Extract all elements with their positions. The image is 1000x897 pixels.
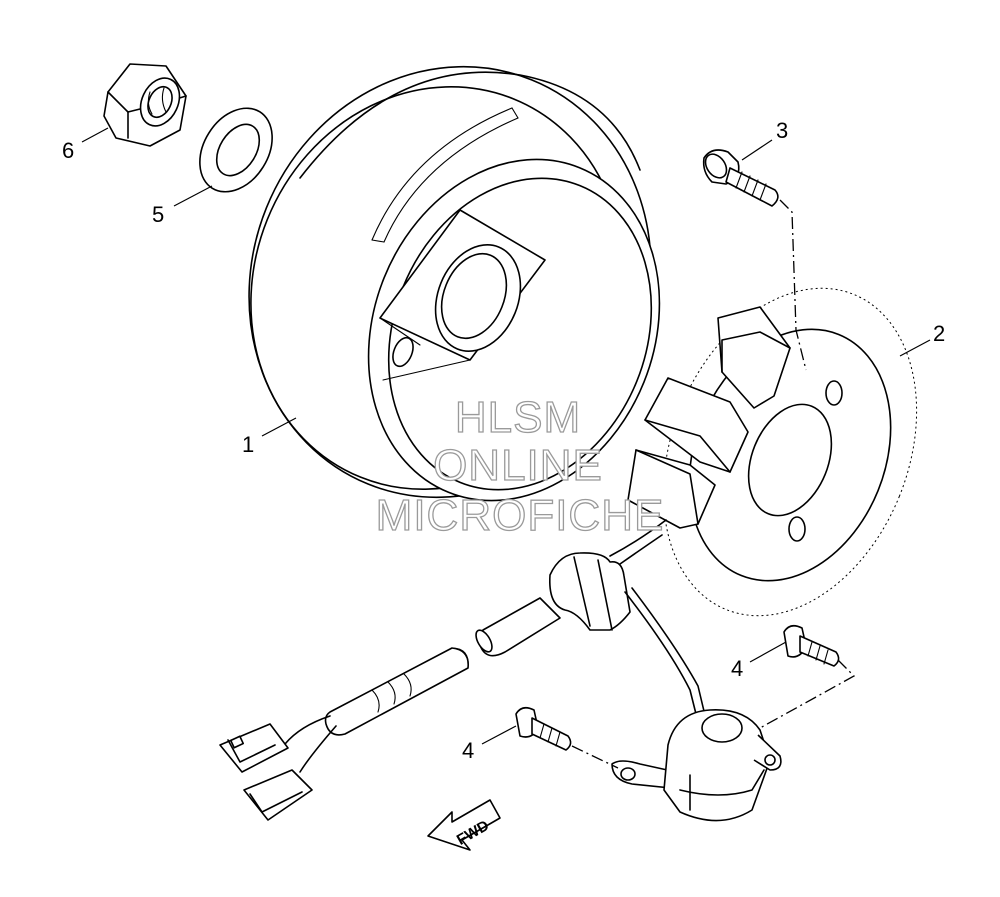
stator-screw[interactable] <box>701 149 807 371</box>
callout-5: 5 <box>152 202 164 227</box>
callout-2: 2 <box>933 321 945 346</box>
fwd-arrow-icon: FWD <box>427 799 501 851</box>
watermark-line-2: ONLINE <box>433 441 603 490</box>
stator-assembly[interactable] <box>609 250 963 654</box>
callouts: 6 5 1 3 2 4 4 <box>62 118 945 763</box>
watermark-line-1: HLSM <box>455 393 581 442</box>
washer[interactable] <box>185 95 287 205</box>
watermark-line-3: MICROFICHE <box>376 491 665 540</box>
callout-6: 6 <box>62 138 74 163</box>
callout-4-upper: 4 <box>731 656 743 681</box>
callout-3: 3 <box>776 118 788 143</box>
connector-upper[interactable] <box>219 723 289 773</box>
callout-4-lower: 4 <box>462 738 474 763</box>
nut[interactable] <box>103 63 187 147</box>
wiring-harness[interactable] <box>219 552 709 821</box>
callout-1: 1 <box>242 432 254 457</box>
flywheel-rotor[interactable] <box>185 6 715 559</box>
pickup-screw-upper[interactable] <box>759 624 856 729</box>
pickup-screw-lower[interactable] <box>515 706 619 769</box>
connector-lower[interactable] <box>243 769 313 821</box>
pickup-coil[interactable] <box>611 709 782 822</box>
watermark: HLSM ONLINE MICROFICHE <box>375 392 665 540</box>
